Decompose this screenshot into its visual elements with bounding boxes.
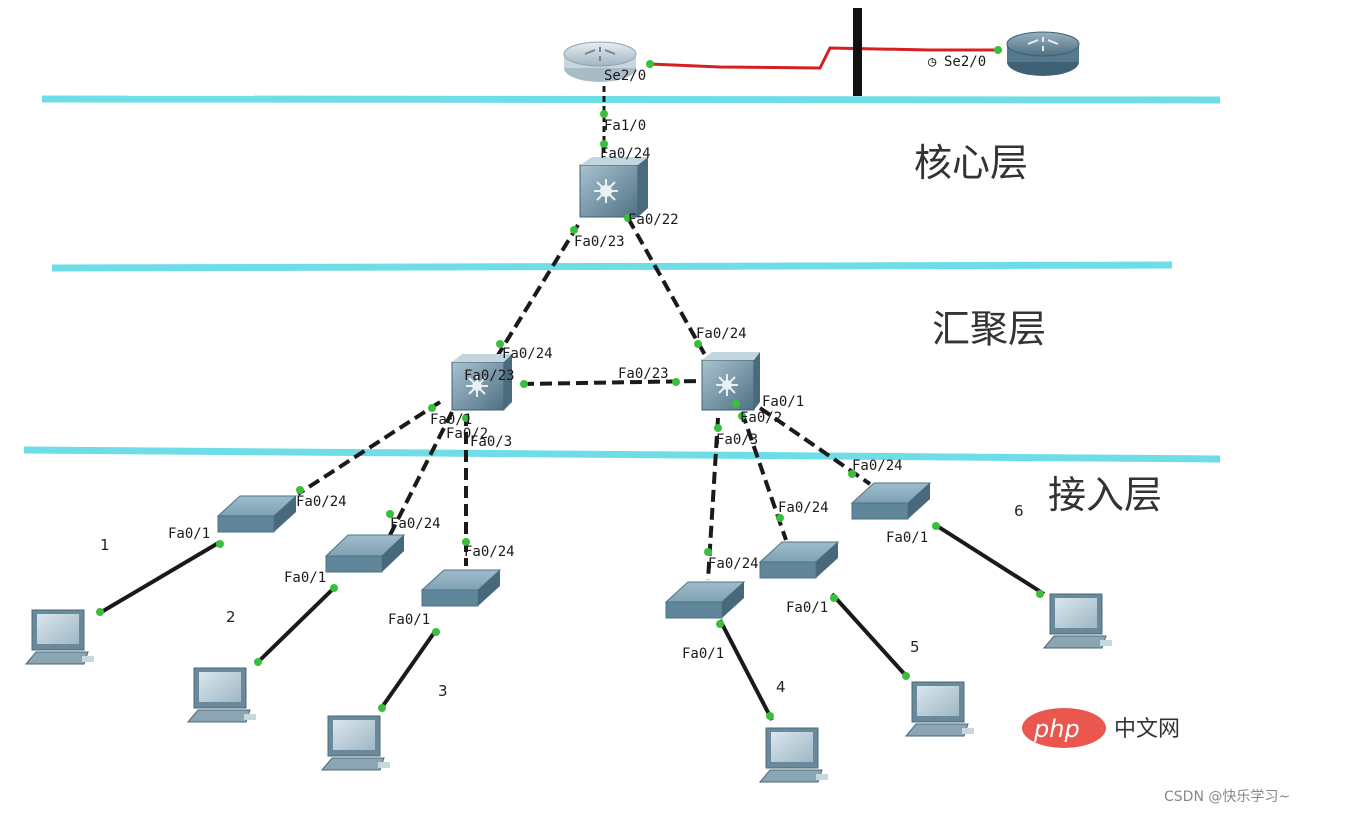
port-label-a1-fa24: Fa0/24 xyxy=(296,494,347,510)
layer-label-access: 接入层 xyxy=(1048,473,1162,517)
link-a2-pc2 xyxy=(254,584,338,666)
port-label-a3-fa24: Fa0/24 xyxy=(464,544,515,560)
port-label-dr-fa23: Fa0/23 xyxy=(618,366,669,382)
port-label-dl-fa3: Fa0/3 xyxy=(470,434,512,450)
layer-line-top xyxy=(41,95,1221,104)
pc-2[interactable] xyxy=(186,667,256,723)
link-dl-a2 xyxy=(388,411,454,536)
distribution-switch-left[interactable] xyxy=(451,354,512,411)
wan-bar xyxy=(853,8,862,96)
port-label-core-fa24: Fa0/24 xyxy=(600,146,651,162)
link-core-dist-right xyxy=(626,217,707,356)
port-label-a4-fa1: Fa0/1 xyxy=(682,646,724,662)
port-label-a5-fa24: Fa0/24 xyxy=(778,500,829,516)
router-left[interactable] xyxy=(563,41,637,82)
port-label-a2-fa24: Fa0/24 xyxy=(390,516,441,532)
pc-3[interactable] xyxy=(320,715,390,771)
php-site-text: 中文网 xyxy=(1114,717,1180,742)
serial-link xyxy=(649,46,998,70)
router-right[interactable] xyxy=(1006,31,1080,76)
port-label-core-fa23: Fa0/23 xyxy=(574,234,625,250)
csdn-watermark: CSDN @快乐学习~ xyxy=(1164,789,1290,805)
distribution-switch-right[interactable] xyxy=(701,352,760,411)
pc-1[interactable] xyxy=(24,609,94,665)
port-label-a6-fa1: Fa0/1 xyxy=(886,530,928,546)
access-switch-4[interactable] xyxy=(664,581,746,619)
port-label-dl-fa1: Fa0/1 xyxy=(430,412,472,428)
pc-number-2: 2 xyxy=(226,608,236,626)
pc-5[interactable] xyxy=(904,681,974,737)
port-label-router-left-se: Se2/0 xyxy=(604,68,646,84)
clock-icon: ◷ xyxy=(928,54,937,70)
port-label-router-right-se: Se2/0 xyxy=(944,54,986,70)
php-watermark: php 中文网 xyxy=(1022,708,1180,748)
layer-line-bottom xyxy=(23,446,1221,463)
link-core-dist-left xyxy=(496,223,580,357)
port-dots xyxy=(96,46,1044,720)
access-switch-5[interactable] xyxy=(758,541,840,579)
layer-line-middle xyxy=(51,261,1173,272)
pc-number-6: 6 xyxy=(1014,502,1024,520)
layer-label-core: 核心层 xyxy=(914,141,1028,185)
port-label-a1-fa1: Fa0/1 xyxy=(168,526,210,542)
pc-4[interactable] xyxy=(758,727,828,783)
port-label-dl-fa23: Fa0/23 xyxy=(464,368,515,384)
port-label-a2-fa1: Fa0/1 xyxy=(284,570,326,586)
link-dl-a1 xyxy=(296,400,442,496)
port-label-a3-fa1: Fa0/1 xyxy=(388,612,430,628)
port-label-dr-fa2: Fa0/2 xyxy=(740,410,782,426)
port-label-dl-fa24: Fa0/24 xyxy=(502,346,553,362)
port-label-dr-fa1: Fa0/1 xyxy=(762,394,804,410)
port-label-core-up: Fa1/0 xyxy=(604,118,646,134)
pc-number-3: 3 xyxy=(438,682,448,700)
port-label-dr-fa24: Fa0/24 xyxy=(696,326,747,342)
core-switch[interactable] xyxy=(579,157,648,218)
pc-number-1: 1 xyxy=(100,536,110,554)
port-label-dl-fa2: Fa0/2 xyxy=(446,426,488,442)
access-switch-6[interactable] xyxy=(850,482,932,520)
port-label-a5-fa1: Fa0/1 xyxy=(786,600,828,616)
link-dist-dist xyxy=(521,379,701,386)
link-a5-pc5 xyxy=(830,592,910,680)
layer-label-distribution: 汇聚层 xyxy=(932,307,1046,351)
port-label-dr-fa3: Fa0/3 xyxy=(716,432,758,448)
port-label-a4-fa24: Fa0/24 xyxy=(708,556,759,572)
link-a4-pc4 xyxy=(718,619,774,721)
pc-number-5: 5 xyxy=(910,638,920,656)
php-logo-text: php xyxy=(1033,715,1080,743)
port-label-core-fa22: Fa0/22 xyxy=(628,212,679,228)
link-a1-pc1 xyxy=(96,540,222,616)
access-switch-3[interactable] xyxy=(420,569,502,607)
port-label-a6-fa24: Fa0/24 xyxy=(852,458,903,474)
link-a3-pc3 xyxy=(378,628,438,712)
pc-number-4: 4 xyxy=(776,678,786,696)
pc-6[interactable] xyxy=(1042,593,1112,649)
access-switch-2[interactable] xyxy=(324,534,406,573)
link-a6-pc6 xyxy=(932,522,1046,596)
access-switch-1[interactable] xyxy=(216,495,298,533)
